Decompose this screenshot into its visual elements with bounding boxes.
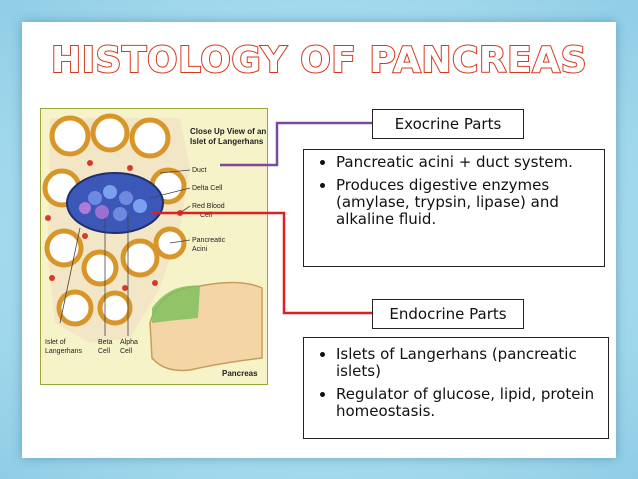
label-pancreatic: Pancreatic <box>192 237 226 244</box>
label-alpha-cell: Cell <box>120 348 133 355</box>
exocrine-description: Pancreatic acini + duct system. Produces… <box>303 149 605 267</box>
label-beta-cell: Cell <box>98 348 111 355</box>
label-langerhans: Langerhans <box>45 348 82 355</box>
endocrine-bullet-1: Islets of Langerhans (pancreatic islets) <box>336 346 608 380</box>
diagram-heading-line1: Close Up View of an <box>190 127 266 136</box>
pancreatic-acini <box>42 113 187 327</box>
islet-of-langerhans <box>66 172 164 234</box>
exocrine-label: Exocrine Parts <box>372 109 524 139</box>
label-alpha: Alpha <box>120 339 138 346</box>
endocrine-description: Islets of Langerhans (pancreatic islets)… <box>303 337 609 439</box>
exocrine-bullet-2: Produces digestive enzymes (amylase, try… <box>336 177 604 228</box>
label-beta: Beta <box>98 339 113 346</box>
label-delta-cell: Delta Cell <box>192 185 223 192</box>
label-duct: Duct <box>192 167 206 174</box>
label-red-blood: Red Blood <box>192 203 225 210</box>
pancreas-histology-diagram: Close Up View of an Islet of Langerhans … <box>40 108 268 385</box>
exocrine-bullet-1: Pancreatic acini + duct system. <box>336 154 604 171</box>
label-cell: Cell <box>200 212 213 219</box>
label-islet-of: Islet of <box>45 339 66 346</box>
endocrine-bullet-2: Regulator of glucose, lipid, protein hom… <box>336 386 608 420</box>
endocrine-label: Endocrine Parts <box>372 299 524 329</box>
diagram-heading-line2: Islet of Langerhans <box>190 137 264 146</box>
label-acini: Acini <box>192 246 208 253</box>
slide-title: HISTOLOGY OF PANCREAS <box>50 39 588 82</box>
label-pancreas: Pancreas <box>222 369 258 378</box>
